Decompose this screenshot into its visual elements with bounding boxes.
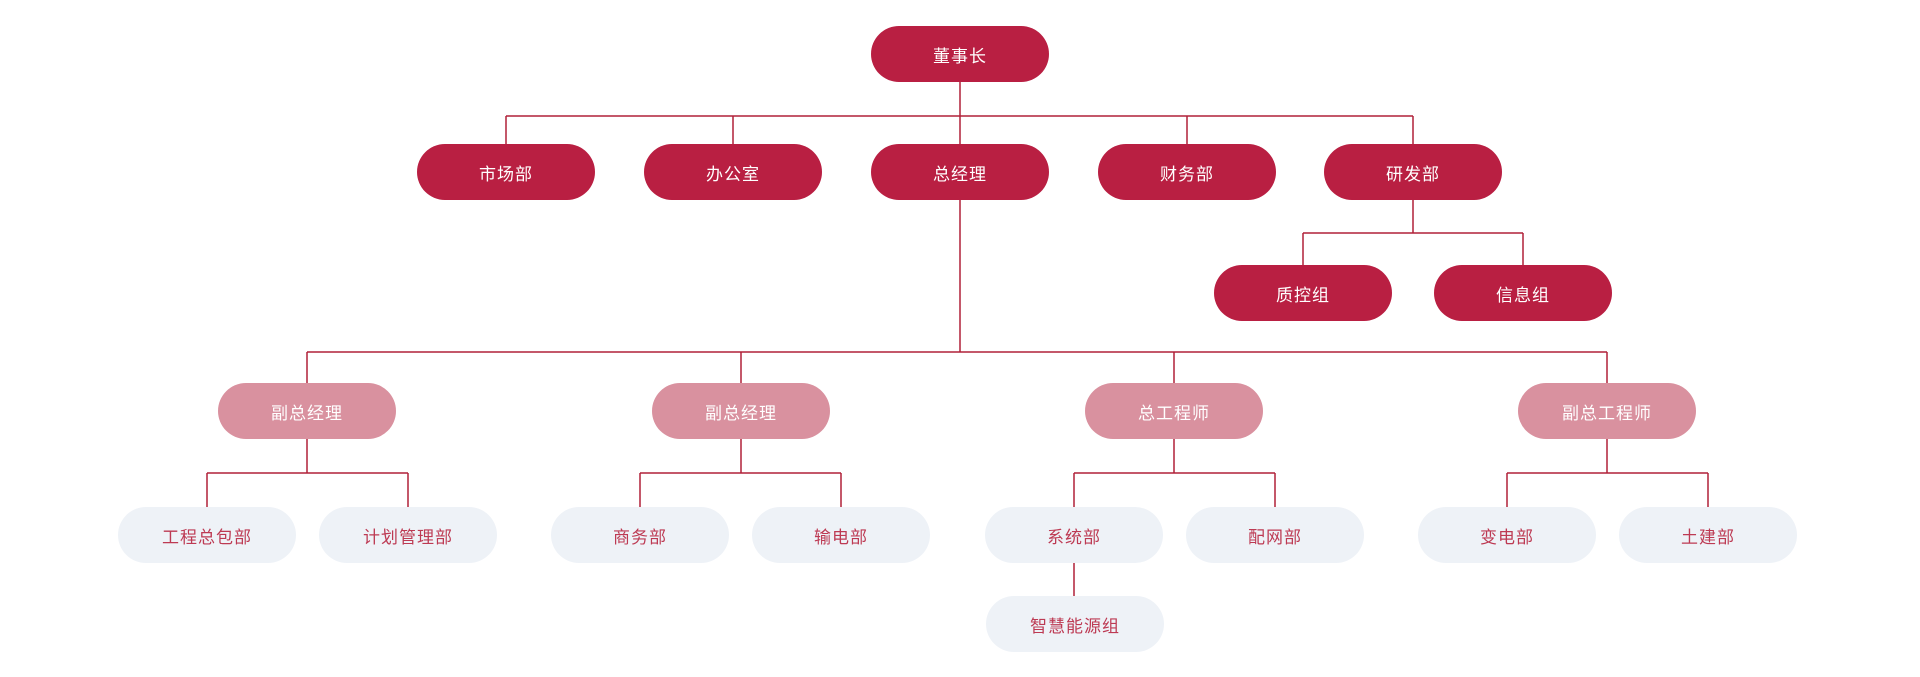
org-node-chief-engineer: 总工程师 (1085, 383, 1263, 439)
org-node-office: 办公室 (644, 144, 822, 200)
connector-deputy-chief-children (1506, 439, 1709, 507)
org-node-general-manager: 总经理 (871, 144, 1049, 200)
org-node-epc-dept: 工程总包部 (118, 507, 296, 563)
connector-chief-engineer-children (1073, 439, 1276, 507)
org-node-planning-mgmt-dept: 计划管理部 (319, 507, 497, 563)
org-node-deputy-gm-2: 副总经理 (652, 383, 830, 439)
connector-rnd-to-groups (1302, 200, 1524, 265)
org-node-marketing-dept: 市场部 (417, 144, 595, 200)
org-node-substation-dept: 变电部 (1418, 507, 1596, 563)
org-node-deputy-gm-1: 副总经理 (218, 383, 396, 439)
connector-chairman-to-row2 (505, 82, 1414, 144)
org-node-quality-control-group: 质控组 (1214, 265, 1392, 321)
connector-deputy-gm-1-children (206, 439, 409, 507)
org-node-rnd-dept: 研发部 (1324, 144, 1502, 200)
org-node-commerce-dept: 商务部 (551, 507, 729, 563)
connector-gm-to-row3 (306, 200, 1608, 383)
org-node-distribution-dept: 配网部 (1186, 507, 1364, 563)
org-node-transmission-dept: 输电部 (752, 507, 930, 563)
org-node-chairman: 董事长 (871, 26, 1049, 82)
org-node-information-group: 信息组 (1434, 265, 1612, 321)
org-node-deputy-chief-engineer: 副总工程师 (1518, 383, 1696, 439)
org-node-systems-dept: 系统部 (985, 507, 1163, 563)
org-node-finance-dept: 财务部 (1098, 144, 1276, 200)
org-node-smart-energy-group: 智慧能源组 (986, 596, 1164, 652)
connector-deputy-gm-2-children (639, 439, 842, 507)
org-node-civil-dept: 土建部 (1619, 507, 1797, 563)
